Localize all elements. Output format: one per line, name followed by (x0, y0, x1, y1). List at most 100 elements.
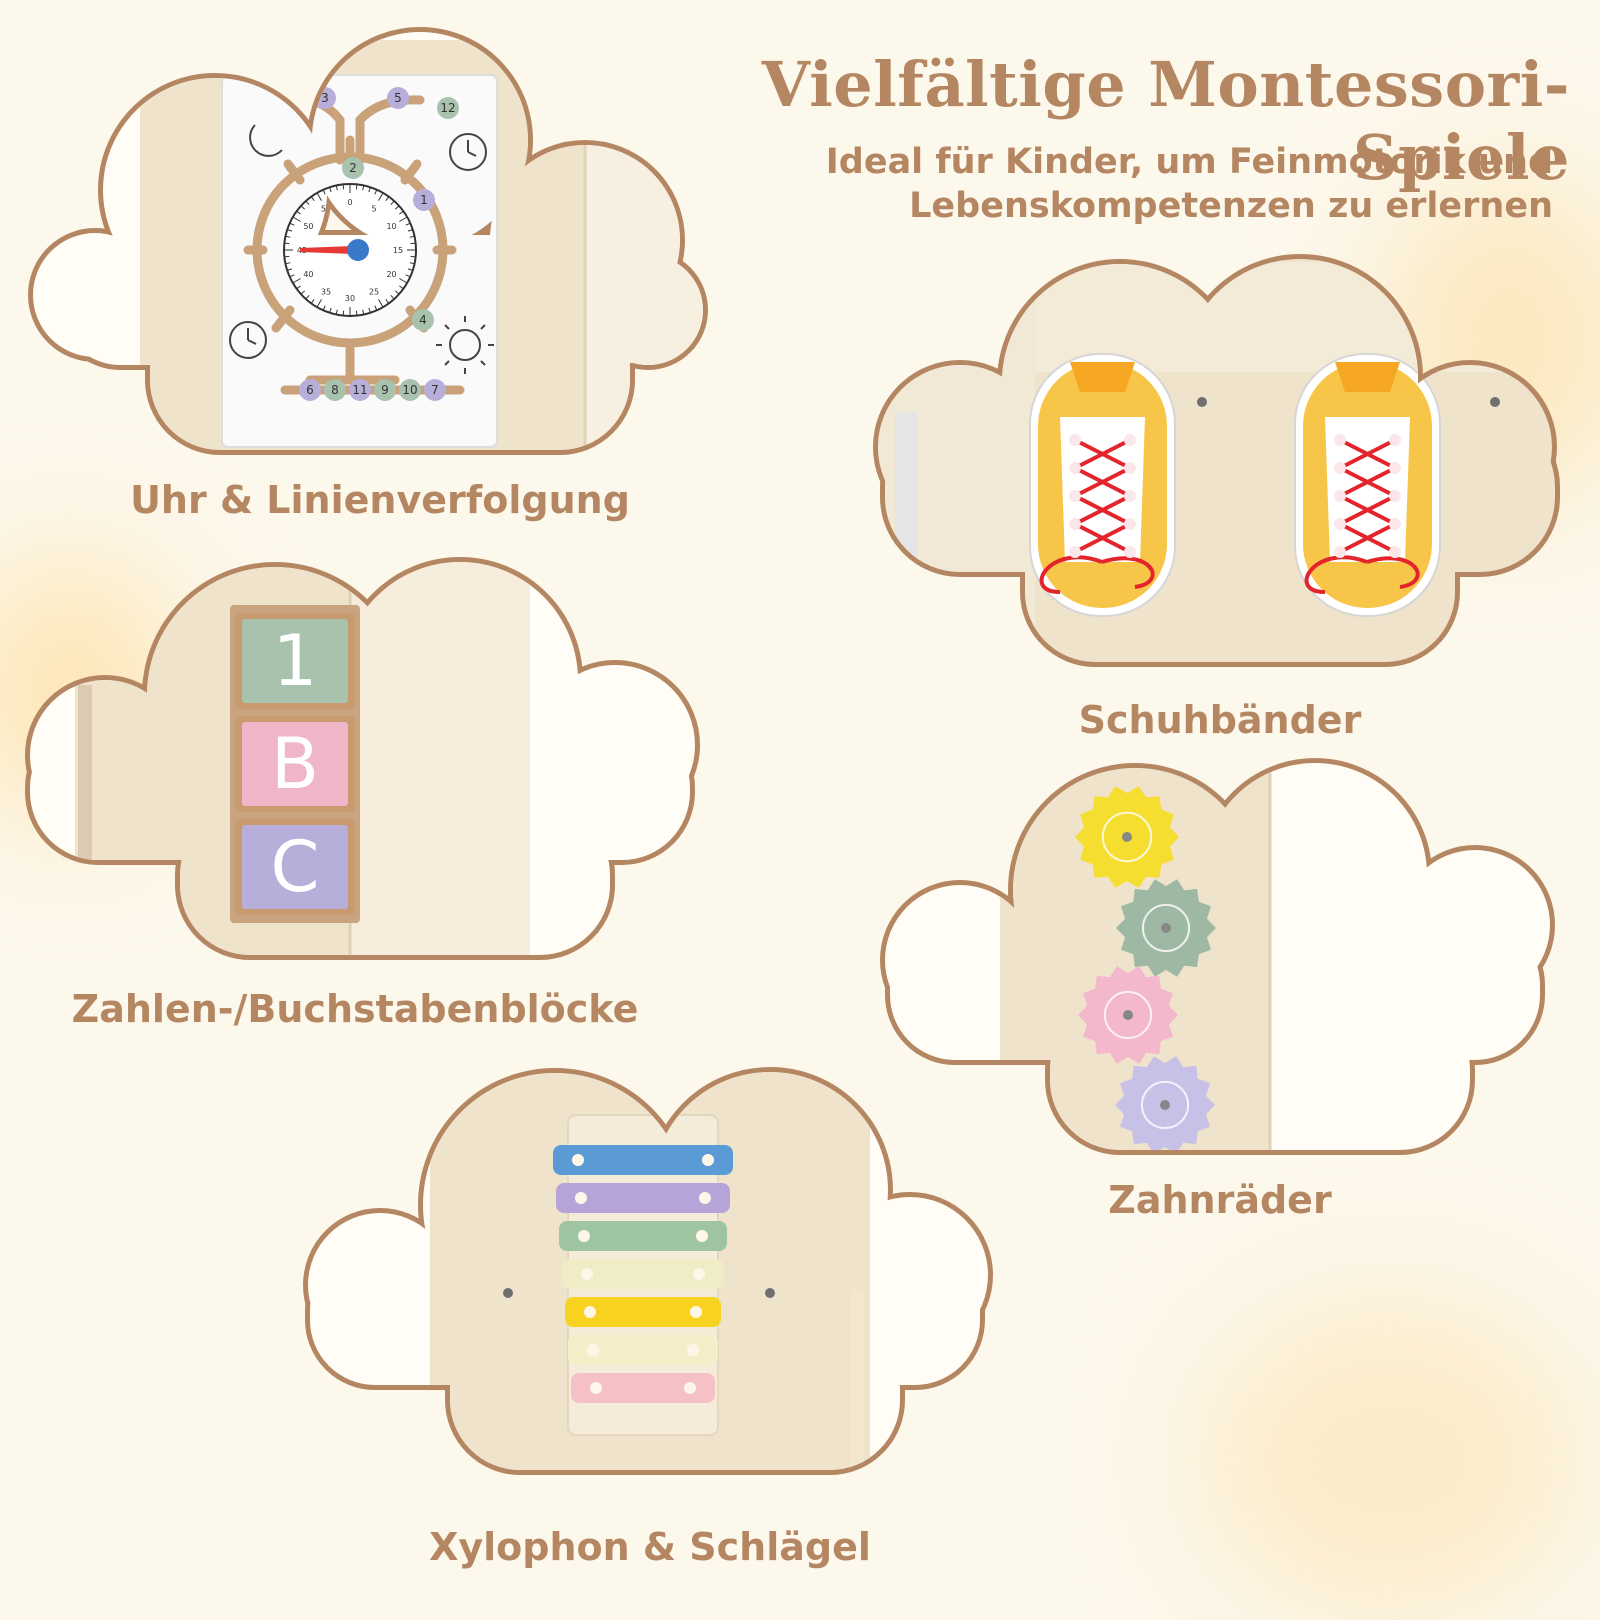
yellow-gear[interactable] (1075, 786, 1179, 888)
dial-tick (390, 294, 395, 300)
dial-tick (316, 299, 322, 308)
bead-label: 3 (321, 91, 329, 105)
shoelace[interactable] (1074, 438, 1131, 554)
xylophone-bar[interactable] (571, 1373, 715, 1403)
dial-tick (405, 222, 411, 226)
dial-tick (390, 200, 395, 206)
xylophone-bar[interactable] (562, 1259, 724, 1289)
dial-tick (399, 216, 408, 222)
purple-gear[interactable] (1115, 1056, 1215, 1153)
dial-tick (310, 196, 315, 201)
shoelace[interactable] (1339, 438, 1396, 554)
bead-label: 9 (381, 383, 389, 397)
bead-label: 2 (349, 161, 357, 175)
letter-block[interactable]: 1 (235, 613, 355, 709)
dial-tick (378, 192, 384, 201)
xylophone (553, 1114, 733, 1436)
bead-label: 1 (420, 193, 428, 207)
dial-tick (410, 255, 416, 258)
dial-label: 50 (303, 222, 313, 231)
lace-hole (1069, 546, 1081, 558)
clock-side-beads: 2 1 4 (342, 157, 435, 331)
caption-gears: Zahnräder (1108, 1178, 1332, 1222)
right-shoe (1294, 353, 1441, 617)
lace-hole (1069, 518, 1081, 530)
clock-bead[interactable]: 5 (387, 87, 409, 109)
letter-block[interactable]: C (235, 819, 355, 915)
dial-label: 25 (369, 288, 379, 297)
gear-stack (1075, 786, 1216, 1153)
dial-tick (342, 184, 345, 190)
dial-tick (329, 187, 332, 193)
dial-tick (374, 189, 378, 195)
dial-tick (355, 310, 358, 316)
dial-tick (399, 210, 404, 215)
dial-label: 10 (386, 222, 396, 231)
bead-label: 5 (394, 91, 402, 105)
dial-tick (409, 262, 415, 265)
dial-tick (385, 196, 390, 201)
dial-tick (342, 310, 345, 316)
pink-gear[interactable] (1078, 966, 1178, 1064)
bead-label: 11 (352, 383, 367, 397)
subtitle-line-1: Ideal für Kinder, um Feinmotorik und (825, 142, 1553, 182)
dial-tick (385, 299, 390, 304)
xylophone-bar[interactable] (556, 1183, 730, 1213)
dial-tick (399, 278, 408, 284)
xylophone-bar[interactable] (568, 1335, 718, 1365)
page-title: Vielfältige Montessori-Spiele (761, 48, 1570, 194)
lace-hole (1389, 546, 1401, 558)
clock-bead[interactable]: 2 (342, 157, 364, 179)
dial-tick (399, 285, 404, 290)
clock-knob (347, 239, 369, 261)
lace-hole (1124, 546, 1136, 558)
lace-bow[interactable] (1304, 555, 1420, 594)
clock-top-beads: 3 5 12 (314, 87, 459, 119)
clock-bead[interactable]: 6 (299, 379, 321, 401)
dial-tick (284, 242, 290, 245)
lace-hole (1334, 546, 1346, 558)
lace-hole (1389, 462, 1401, 474)
clock-bead[interactable]: 1 (413, 189, 435, 211)
dial-ticks (284, 184, 416, 316)
dial-tick (322, 189, 326, 195)
dial-tick (310, 299, 315, 304)
xylophone-bar[interactable] (553, 1145, 733, 1175)
dial-label: 30 (345, 294, 355, 303)
subtitle-line-2: Lebenskompetenzen zu erlernen (909, 186, 1553, 226)
dial-label: 15 (393, 246, 403, 255)
clock-bead[interactable]: 10 (399, 379, 421, 401)
dial-tick (292, 278, 301, 284)
caption-shoelaces: Schuhbänder (1078, 698, 1362, 742)
clock-bead[interactable]: 12 (437, 97, 459, 119)
caption-clock: Uhr & Linienverfolgung (130, 478, 630, 522)
letter-block[interactable]: B (235, 716, 355, 812)
dial-tick (289, 274, 295, 278)
clock-bead[interactable]: 9 (374, 379, 396, 401)
lace-hole (1124, 462, 1136, 474)
moon-icon (249, 124, 283, 157)
caption-blocks: Zahlen-/Buchstabenblöcke (71, 987, 639, 1031)
xylophone-bar[interactable] (565, 1297, 721, 1327)
dial-tick (368, 307, 371, 313)
dial-tick (405, 274, 411, 278)
lace-bow[interactable] (1039, 555, 1155, 594)
clock-bead[interactable]: 8 (324, 379, 346, 401)
small-clock-icon-top (449, 133, 487, 171)
dial-tick (285, 235, 291, 238)
green-gear[interactable] (1116, 879, 1216, 977)
bead-label: 7 (431, 383, 439, 397)
clock-bead[interactable]: 4 (412, 309, 434, 331)
clock-bead[interactable]: 7 (424, 379, 446, 401)
clock-bead[interactable]: 11 (349, 379, 371, 401)
clock-hand (300, 246, 353, 254)
dial-tick (300, 205, 306, 210)
dial-tick (287, 229, 293, 232)
dial-tick (300, 290, 306, 295)
bead-label: 10 (402, 383, 417, 397)
lace-hole (1334, 518, 1346, 530)
bead-label: 4 (419, 313, 427, 327)
xylophone-bar[interactable] (559, 1221, 727, 1251)
dial-tick (378, 299, 384, 308)
